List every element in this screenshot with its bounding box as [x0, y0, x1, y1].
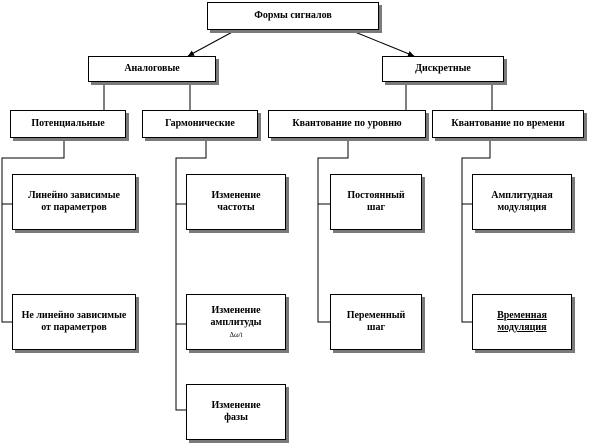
- node-amplitude-change: Изменение амплитуды Δω/t: [186, 294, 286, 350]
- node-phase-change: Изменение фазы: [186, 384, 286, 440]
- node-linear-dependent: Линейно зависимые от параметров: [12, 174, 136, 230]
- node-level-quantization: Квантование по уровню: [268, 110, 426, 138]
- node-harmonic-label: Гармонические: [165, 118, 235, 129]
- node-discrete: Дискретные: [382, 56, 504, 82]
- node-signal-forms: Формы сигналов: [207, 2, 379, 30]
- node-amplitude-change-note: Δω/t: [229, 330, 243, 339]
- link-potential-children: [1, 138, 65, 323]
- node-nonlinear-dependent: Не линейно зависимые от параметров: [12, 294, 136, 350]
- node-amplitude-change-line2: амплитуды: [210, 316, 262, 328]
- node-potential-label: Потенциальные: [31, 118, 105, 129]
- node-variable-step-line2: шаг: [367, 322, 385, 333]
- node-amplitude-modulation: Амплитудная модуляция: [472, 174, 572, 230]
- node-frequency-change-line1: Изменение: [211, 190, 261, 201]
- node-nonlinear-dependent-line1: Не линейно зависимые: [21, 310, 127, 321]
- node-linear-dependent-line2: от параметров: [41, 202, 107, 213]
- node-discrete-label: Дискретные: [415, 63, 471, 74]
- node-analog-label: Аналоговые: [124, 63, 180, 74]
- node-constant-step: Постоянный шаг: [330, 174, 422, 230]
- node-time-quantization-label: Квантование по времени: [451, 118, 565, 129]
- link-harmonic-children: [175, 138, 207, 411]
- node-harmonic: Гармонические: [142, 110, 258, 138]
- node-linear-dependent-line1: Линейно зависимые: [28, 190, 120, 201]
- node-constant-step-line2: шаг: [367, 202, 385, 213]
- node-phase-change-line2: фазы: [224, 412, 248, 423]
- node-amplitude-modulation-line1: Амплитудная: [491, 190, 553, 201]
- node-time-modulation-line2: модуляция: [497, 322, 547, 333]
- link-level-children: [317, 138, 349, 323]
- node-frequency-change-line2: частоты: [217, 202, 255, 213]
- node-frequency-change: Изменение частоты: [186, 174, 286, 230]
- link-root-discrete: [349, 29, 415, 57]
- node-variable-step: Переменный шаг: [330, 294, 422, 350]
- node-time-modulation: Временная модуляция: [472, 294, 572, 350]
- node-time-quantization: Квантование по времени: [432, 110, 584, 138]
- node-amplitude-modulation-line2: модуляция: [497, 202, 547, 213]
- node-time-modulation-line1: Временная: [497, 310, 547, 321]
- link-time-children: [461, 138, 491, 323]
- node-constant-step-line1: Постоянный: [347, 190, 405, 201]
- node-signal-forms-label: Формы сигналов: [254, 10, 332, 21]
- node-nonlinear-dependent-line2: от параметров: [41, 322, 107, 333]
- node-analog: Аналоговые: [88, 56, 216, 82]
- link-root-analog: [187, 29, 237, 57]
- node-potential: Потенциальные: [10, 110, 126, 138]
- node-level-quantization-label: Квантование по уровню: [292, 118, 402, 129]
- node-phase-change-line1: Изменение: [211, 400, 261, 411]
- node-variable-step-line1: Переменный: [346, 310, 406, 321]
- node-amplitude-change-line1: Изменение: [211, 304, 261, 316]
